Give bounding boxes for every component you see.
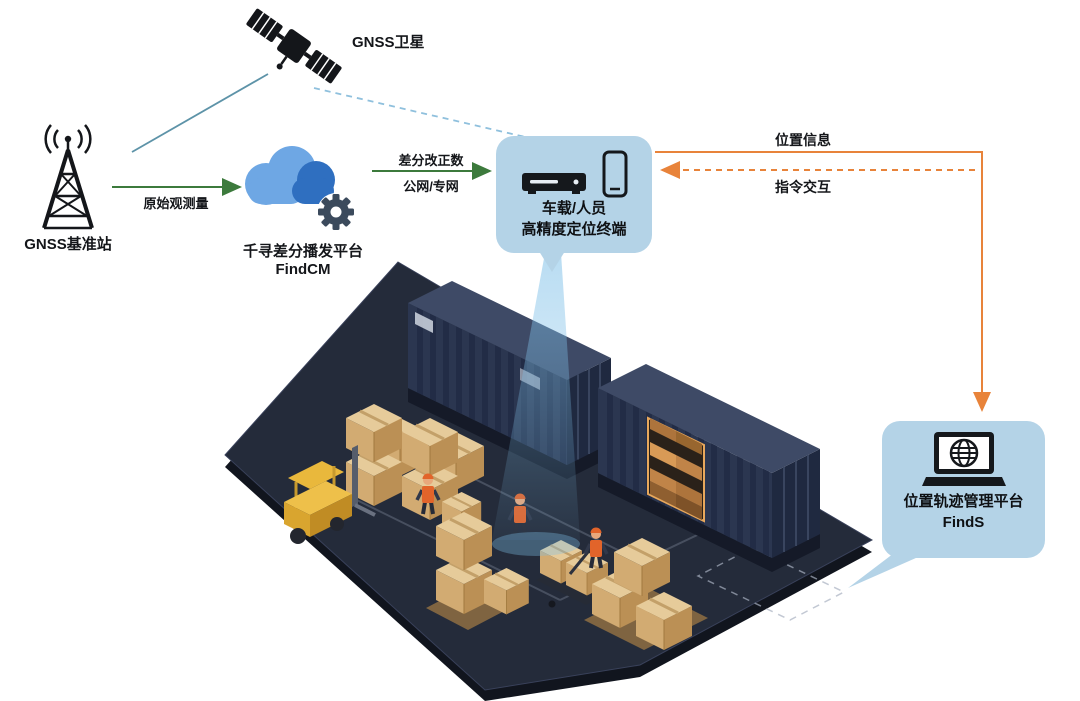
forklift: [284, 445, 376, 544]
command-interaction-label: 指令交互: [775, 179, 831, 195]
cloud-gear-icon: [245, 146, 355, 231]
antenna-tower-icon: [42, 124, 94, 230]
terminal-device-icons: [520, 148, 628, 198]
terminal-bubble-tail: [537, 248, 567, 272]
satellite-label: GNSS卫星: [352, 34, 425, 51]
terminal-card: 车载/人员 高精度定位终端: [496, 136, 652, 253]
base-station-label: GNSS基准站: [24, 236, 112, 253]
signal-waves-icon: [44, 124, 92, 154]
satellite-terminal-link: [313, 87, 535, 140]
warehouse-scene: [224, 253, 874, 701]
cloud-platform-product: FindCM: [275, 261, 331, 278]
satellite-icon: [246, 8, 342, 84]
cloud-platform-name: 千寻差分播发平台: [242, 243, 363, 260]
container-open-door: [647, 416, 705, 523]
container-2: [598, 364, 820, 572]
correction-label-line1: 差分改正数: [398, 153, 464, 168]
finds-bubble-tail: [848, 550, 934, 588]
target-zone-dashes: [696, 547, 846, 621]
receiver-icon: [520, 168, 590, 198]
gear-icon: [317, 193, 355, 231]
finds-card: 位置轨迹管理平台 FindS: [882, 421, 1045, 558]
crate-stack-center: [426, 510, 530, 630]
finds-platform-product: FindS: [942, 514, 985, 531]
laptop-globe-icon: [921, 431, 1006, 491]
position-info-label: 位置信息: [775, 132, 831, 148]
beam-spot: [492, 532, 580, 556]
raw-observation-label: 原始观测量: [143, 196, 209, 211]
correction-label-line2: 公网/专网: [403, 179, 459, 194]
crate-stack-right: [584, 536, 708, 652]
finds-platform-name: 位置轨迹管理平台: [903, 493, 1024, 510]
positioning-beam: [492, 253, 580, 540]
smartphone-icon: [602, 150, 628, 198]
terminal-label-line2: 高精度定位终端: [521, 221, 627, 238]
satellite-base-link: [131, 73, 269, 153]
terminal-label-line1: 车载/人员: [541, 200, 607, 217]
position-info-line: [655, 151, 991, 412]
